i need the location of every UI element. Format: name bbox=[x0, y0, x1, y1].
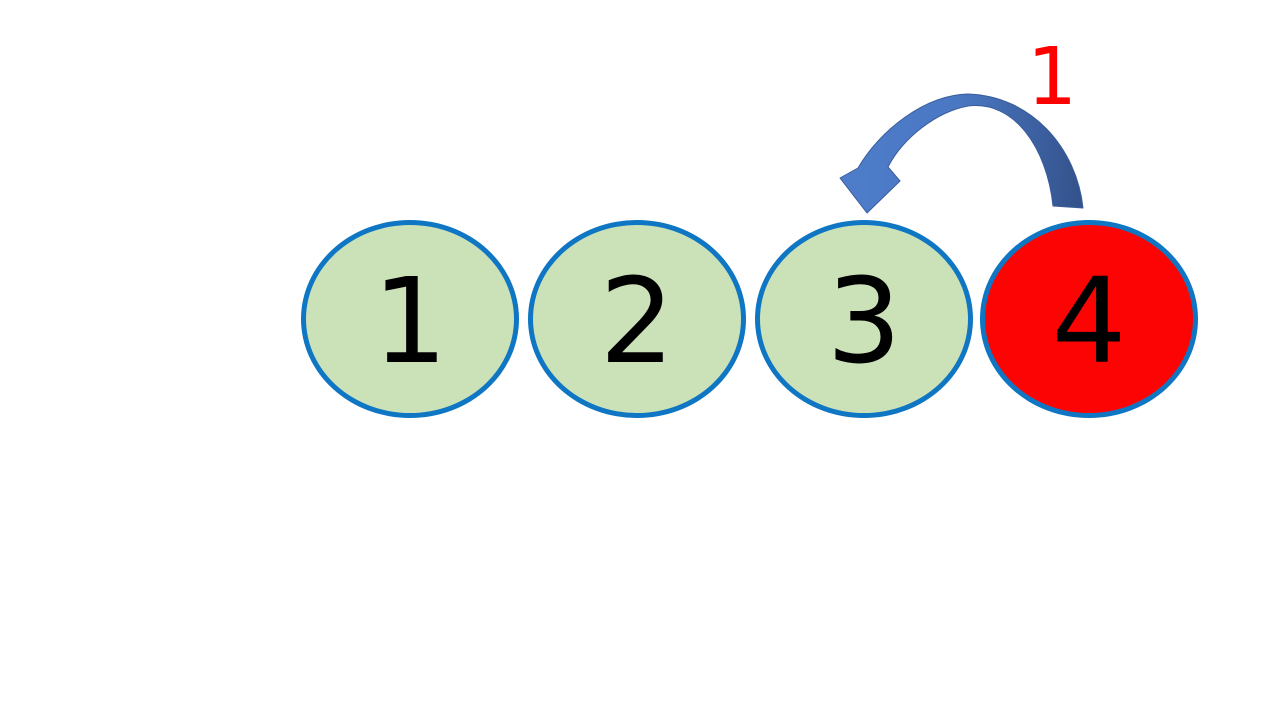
node-4-highlighted: 4 bbox=[980, 220, 1198, 418]
arrow-step-count-label: 1 bbox=[1026, 31, 1078, 123]
node-3: 3 bbox=[755, 220, 973, 418]
node-2: 2 bbox=[528, 220, 746, 418]
node-1: 1 bbox=[301, 220, 519, 418]
